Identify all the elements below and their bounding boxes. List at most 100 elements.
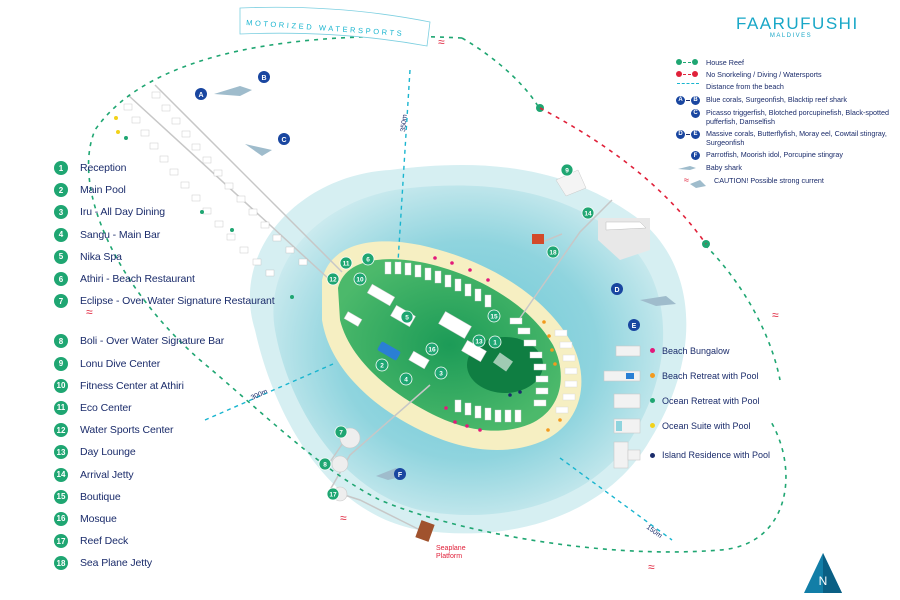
- green-dash-icon: [676, 58, 706, 65]
- number-badge: 7: [54, 294, 68, 309]
- marker-8: 8: [323, 462, 327, 469]
- distance-label-150: 150m: [645, 524, 663, 540]
- number-badge: 8: [54, 334, 68, 349]
- color-dot: [650, 373, 655, 378]
- villa-icon: [600, 342, 644, 360]
- jetties: [329, 199, 613, 531]
- tennis-court: [493, 352, 513, 372]
- map-key: House Reef No Snorkeling / Diving / Wate…: [676, 58, 896, 188]
- number-badge: 3: [54, 205, 68, 220]
- color-dot: [650, 398, 655, 403]
- number-badge: 14: [54, 467, 68, 482]
- number-badge: 15: [54, 489, 68, 504]
- number-badge: 1: [54, 161, 68, 176]
- marker-16: 16: [428, 347, 436, 354]
- letter-c-icon: C: [676, 108, 706, 118]
- north-arrow-shade: [823, 553, 842, 593]
- north-arrow: N: [804, 553, 842, 593]
- color-dot: [650, 423, 655, 428]
- marker-15: 15: [490, 314, 498, 321]
- overwater-villas: [123, 91, 308, 277]
- villa-icon: [600, 417, 644, 435]
- marker-7: 7: [339, 430, 343, 437]
- island-villas: [384, 261, 578, 423]
- wave-icon: ≈: [772, 308, 779, 322]
- marker-9: 9: [565, 168, 569, 175]
- main-pool: [377, 341, 401, 361]
- number-badge: 17: [54, 534, 68, 549]
- number-badge: 2: [54, 183, 68, 198]
- marker-10: 10: [356, 277, 364, 284]
- route-label-banner: [239, 6, 431, 47]
- letter-f-icon: F: [676, 150, 706, 161]
- wave-icon: ≈: [340, 511, 347, 525]
- number-badge: 12: [54, 423, 68, 438]
- wave-icon: ≈: [86, 305, 93, 319]
- overwater-villa-dots: [114, 116, 294, 299]
- north-label: N: [818, 574, 828, 588]
- house-reef-route: [87, 35, 787, 553]
- seaplane-platform-label: Seaplane Platform: [436, 545, 466, 560]
- boat: [605, 221, 647, 231]
- shark-icon: [676, 163, 706, 172]
- wave-icon: ≈: [684, 174, 689, 185]
- brand-name: FAARUFUSHI: [736, 14, 859, 33]
- key-shark: Baby shark: [676, 163, 896, 172]
- wave-icon: ≈: [438, 35, 445, 49]
- accom-item: Beach Retreat with Pool: [600, 363, 770, 388]
- seaplane-platform: [415, 520, 435, 542]
- letter-e: E: [632, 323, 637, 330]
- number-badge: 9: [54, 356, 68, 371]
- wave-icon: ≈: [648, 560, 655, 574]
- marker-5: 5: [405, 315, 409, 322]
- villa-icon: [600, 440, 644, 470]
- marker-18: 18: [549, 250, 557, 257]
- key-c: C Picasso triggerfish, Blotched porcupin…: [676, 108, 896, 126]
- number-badge: 18: [54, 556, 68, 571]
- marker-4: 4: [404, 377, 408, 384]
- letter-a: A: [198, 92, 203, 99]
- color-dot: [650, 348, 655, 353]
- key-no-snorkeling: No Snorkeling / Diving / Watersports: [676, 70, 896, 79]
- place-markers: 1 2 3 4 5 6 7 8 9 10 11 12 13 14 15 16 1…: [318, 163, 595, 501]
- accommodation-legend: Beach Bungalow Beach Retreat with Pool O…: [600, 338, 770, 472]
- marker-3: 3: [439, 371, 443, 378]
- marker-17: 17: [329, 492, 337, 499]
- marker-13: 13: [475, 339, 483, 346]
- cyan-dash-icon: [676, 82, 706, 85]
- distance-lines: [204, 69, 673, 541]
- number-badge: 11: [54, 400, 68, 415]
- number-badge: 13: [54, 445, 68, 460]
- letter-d: D: [614, 287, 619, 294]
- number-badge: 4: [54, 227, 68, 242]
- key-f: F Parrotfish, Moorish idol, Porcupine st…: [676, 150, 896, 161]
- villa-dots: [433, 256, 562, 432]
- house-reef-route-east: [704, 244, 781, 381]
- marker-2: 2: [380, 363, 384, 370]
- marker-11: 11: [343, 261, 350, 268]
- letter-markers: A B C D E F: [195, 71, 640, 480]
- brand-subtitle: MALDIVES: [769, 33, 813, 39]
- accom-item: Island Residence with Pool: [600, 438, 770, 472]
- number-badge: 16: [54, 511, 68, 526]
- marker-14: 14: [584, 211, 592, 218]
- color-dot: [650, 452, 655, 458]
